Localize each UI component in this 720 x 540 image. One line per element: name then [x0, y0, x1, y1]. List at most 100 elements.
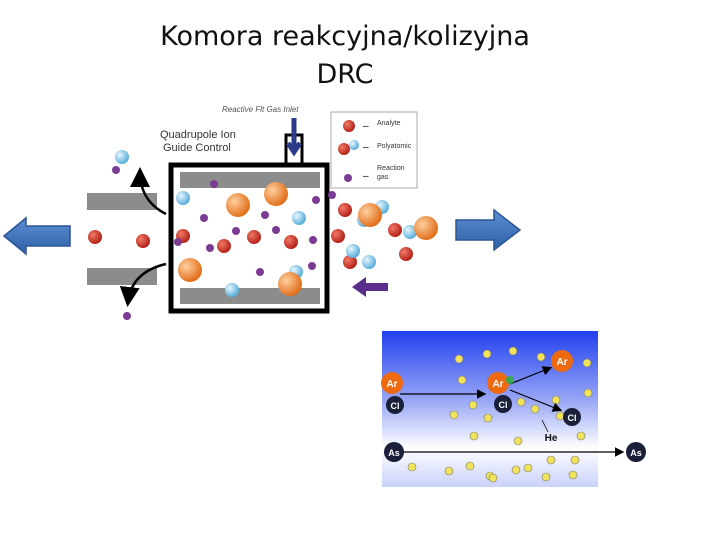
helium-atom: [576, 431, 586, 441]
cell-particles: [88, 150, 438, 320]
large-ion: [358, 203, 382, 227]
helium-atom: [465, 461, 475, 471]
helium-atom: [546, 455, 556, 465]
slide-title-line1: Komora reakcyjna/kolizyjna: [160, 21, 530, 52]
svg-text:Ar: Ar: [386, 379, 397, 390]
analyte-ion: [284, 235, 298, 249]
legend-label-analyte: Analyte: [377, 120, 400, 127]
reaction-gas-molecule: [312, 196, 320, 204]
helium-atom: [568, 470, 578, 480]
helium-atom: [523, 463, 533, 473]
large-ion: [178, 258, 202, 282]
analyte-ion-icon: [343, 120, 355, 132]
analyte-ion: [338, 203, 352, 217]
slide-title-line2: DRC: [316, 59, 374, 90]
polyatomic-ion: [403, 225, 417, 239]
svg-text:Cl: Cl: [391, 401, 400, 411]
reaction-gas-icon: [344, 174, 352, 182]
helium-atom: [513, 436, 523, 446]
reaction-gas-molecule: [200, 214, 208, 222]
cl-collided-ion: Cl: [494, 395, 512, 413]
purple-entry-arrow: [352, 277, 388, 297]
reaction-gas-molecule: [174, 238, 182, 246]
reaction-gas-molecule: [308, 262, 316, 270]
polyatomic-ion: [225, 283, 239, 297]
gas-inlet-arrow: [285, 118, 303, 157]
cl-incoming-ion: Cl: [386, 396, 404, 414]
reaction-gas-molecule: [272, 226, 280, 234]
exit-lens-lower: [87, 268, 157, 285]
reaction-gas-molecule: [232, 227, 240, 235]
legend-label-gas: gas: [377, 174, 389, 181]
helium-atom: [511, 465, 521, 475]
legend-dash: –: [363, 121, 369, 132]
ar-scatter-path: [509, 366, 553, 385]
collision-diagram: Ar Cl Ar Cl Ar Cl He As As: [381, 331, 646, 487]
large-ion: [264, 182, 288, 206]
cl-scattered-ion: Cl: [563, 408, 581, 426]
reaction-gas-molecule: [328, 191, 336, 199]
svg-text:As: As: [388, 448, 400, 458]
deflect-arrow-up: [130, 167, 167, 216]
helium-atom: [570, 455, 580, 465]
analyte-ion: [247, 230, 261, 244]
helium-atom: [454, 354, 464, 364]
helium-atom: [482, 349, 492, 359]
as-outgoing-ion: As: [626, 442, 646, 462]
polyatomic-ion: [362, 255, 376, 269]
helium-atom: [551, 395, 561, 405]
polyatomic-ion: [292, 211, 306, 225]
ar-scattered-ion: Ar: [551, 350, 573, 372]
svg-text:Ar: Ar: [556, 357, 567, 368]
helium-atom: [582, 358, 592, 368]
svg-text:As: As: [630, 448, 642, 458]
reaction-gas-molecule: [206, 244, 214, 252]
reaction-gas-molecule: [309, 236, 317, 244]
helium-atom: [555, 411, 565, 421]
ar-incoming-ion: Ar: [381, 372, 403, 394]
polyatomic-ion: [346, 244, 360, 258]
legend-dash: –: [363, 142, 369, 153]
helium-atom: [407, 462, 417, 472]
he-pointer: [541, 419, 549, 433]
helium-atom: [516, 397, 526, 407]
helium-atom: [508, 346, 518, 356]
as-incoming-ion: As: [384, 442, 404, 462]
helium-atom: [444, 466, 454, 476]
control-label-line1: Quadrupole Ion: [160, 129, 236, 141]
helium-atom: [541, 472, 551, 482]
analyte-ion: [343, 255, 357, 269]
helium-atom: [449, 410, 459, 420]
legend-reaction-gas: – Reaction gas: [344, 165, 405, 182]
helium-atom: [483, 413, 493, 423]
helium-atom: [488, 473, 498, 483]
polyatomic-ion: [115, 150, 129, 164]
analyte-ion: [399, 247, 413, 261]
helium-atoms: [407, 346, 593, 483]
legend-label-reaction: Reaction: [377, 165, 405, 172]
deflect-arrow-down: [119, 262, 167, 307]
he-label: He: [545, 433, 558, 444]
reaction-gas-molecule: [123, 312, 131, 320]
reaction-cell-diagram: Reactive Flt Gas Inlet Quadrupole Ion Gu…: [2, 105, 522, 320]
legend-analyte: – Analyte: [343, 120, 400, 132]
helium-atom: [457, 375, 467, 385]
output-flow-arrow: [2, 216, 71, 256]
reaction-gas-molecule: [256, 268, 264, 276]
large-ion: [226, 193, 250, 217]
analyte-ion: [136, 234, 150, 248]
legend-dash: –: [363, 171, 369, 182]
helium-atom: [530, 404, 540, 414]
reaction-gas-molecule: [112, 166, 120, 174]
ar-collided-ion: Ar: [487, 372, 509, 394]
reaction-gas-molecule: [261, 211, 269, 219]
svg-text:Cl: Cl: [499, 400, 508, 410]
analyte-ion: [88, 230, 102, 244]
large-ion: [278, 272, 302, 296]
quadrupole-rod-top: [180, 172, 320, 188]
polyatomic-ion: [176, 191, 190, 205]
analyte-ion: [331, 229, 345, 243]
reaction-gas-molecule: [210, 180, 218, 188]
large-ion: [414, 216, 438, 240]
